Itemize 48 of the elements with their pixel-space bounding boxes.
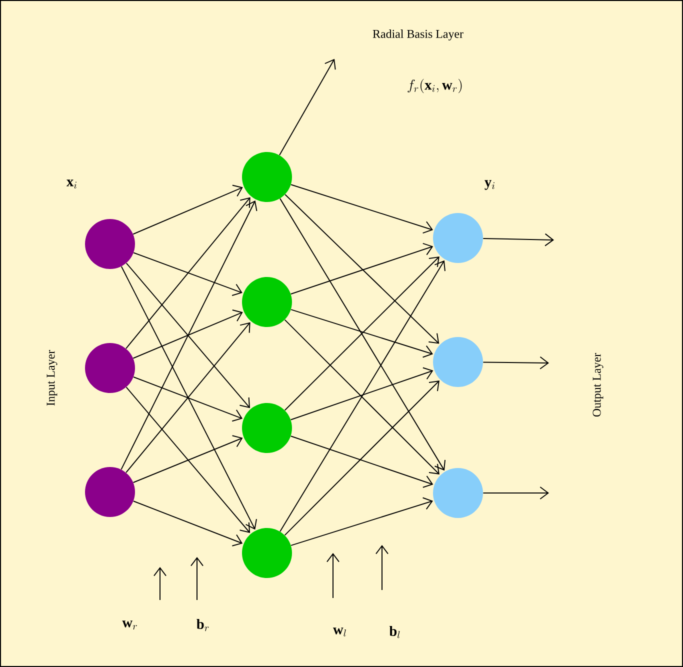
formula-label: $\mathbf{b}_l$ <box>389 626 400 638</box>
arrow <box>290 436 434 488</box>
formula-label: $f_r(\mathbf{x}_i,\mathbf{w}_r)$ <box>408 78 462 94</box>
arrow <box>126 262 250 408</box>
neuron-circle <box>433 337 483 387</box>
neuron-circle <box>242 528 292 578</box>
node-label: $\mathbf{x}_i$ <box>66 180 77 188</box>
arrow <box>133 376 243 422</box>
formula-label: $\mathbf{w}_r$ <box>122 620 137 630</box>
arrow <box>284 194 440 344</box>
formula-label: $\mathbf{w}_l$ <box>333 628 346 636</box>
arrow <box>132 184 243 235</box>
arrow <box>290 497 433 546</box>
arrow <box>126 197 250 350</box>
neuron-circle <box>433 468 483 518</box>
node-label: $\mathbf{y}_i$ <box>484 180 495 190</box>
arrow <box>290 367 434 420</box>
arrow <box>126 386 250 534</box>
neuron-circle <box>85 467 135 517</box>
layer-label: Output Layer <box>592 353 604 417</box>
neuron-circle <box>242 403 292 453</box>
arrow <box>133 252 242 296</box>
arrow <box>120 266 257 530</box>
layer-label: Input Layer <box>46 350 58 406</box>
arrow <box>132 310 243 359</box>
formula-label: $\mathbf{b}_r$ <box>196 618 209 632</box>
neuron-circle <box>242 152 292 202</box>
neuron-circle <box>85 219 135 269</box>
neuron-circle <box>433 213 483 263</box>
neuron-circle <box>242 277 292 327</box>
arrow <box>280 260 446 532</box>
arrow <box>482 356 549 370</box>
arrow <box>279 58 336 156</box>
arrow <box>126 322 250 474</box>
arrow <box>290 242 434 294</box>
arrow <box>280 198 446 471</box>
neuron-circle <box>85 343 135 393</box>
arrow <box>132 435 243 483</box>
layer-label: Radial Basis Layer <box>372 30 464 40</box>
arrow <box>133 500 243 546</box>
arrow <box>290 184 434 234</box>
arrow <box>120 200 258 470</box>
arrow <box>284 380 440 536</box>
arrow <box>482 233 554 246</box>
arrow <box>482 486 549 500</box>
arrow <box>284 256 440 411</box>
arrow <box>290 309 433 358</box>
arrow <box>284 319 440 474</box>
